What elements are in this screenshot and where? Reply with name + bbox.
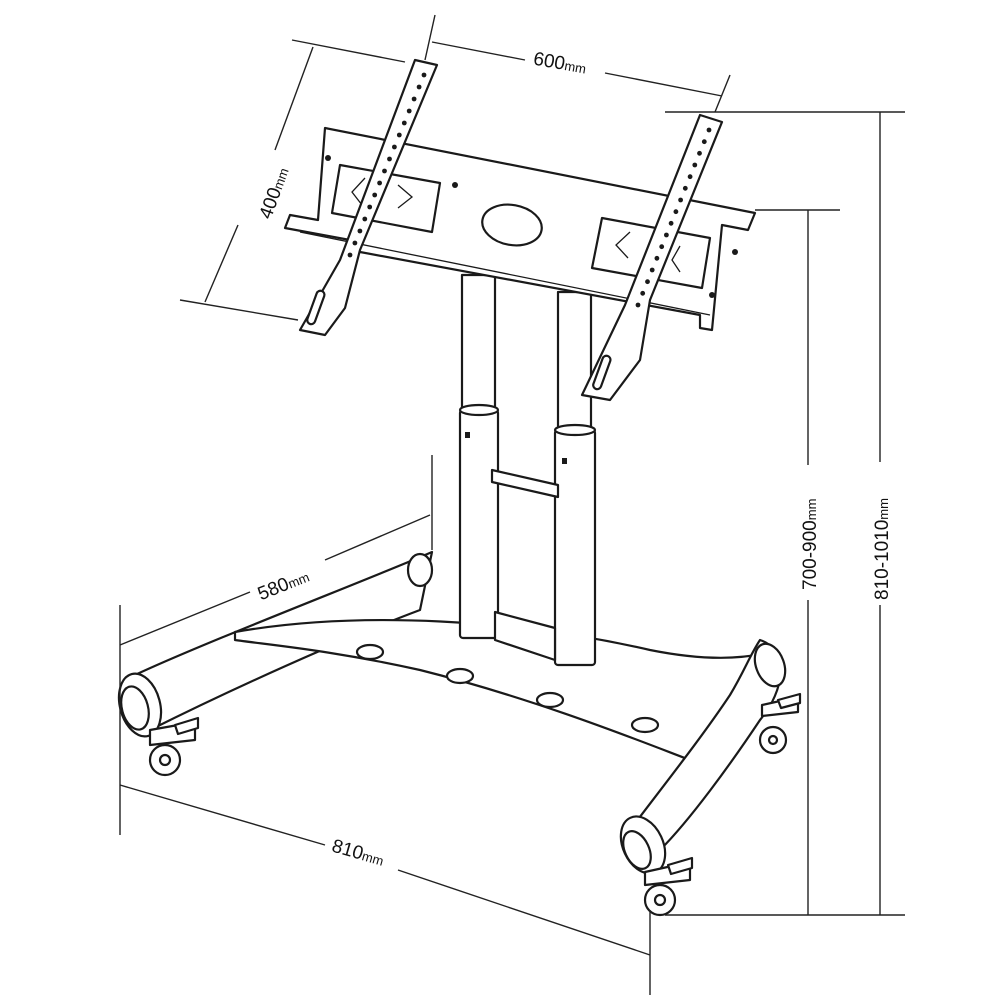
column-right-collar xyxy=(553,423,597,437)
dim-base-depth: 580mm xyxy=(119,455,433,835)
arm-hole xyxy=(421,72,427,78)
cross-brace-lower xyxy=(493,610,557,662)
dim-mount-height-label: 400mm xyxy=(256,165,294,222)
column-right-inner xyxy=(556,290,593,434)
arm-hole xyxy=(416,84,422,90)
rear-end-cap xyxy=(406,552,434,588)
base-slot-4 xyxy=(630,716,660,734)
column-right xyxy=(553,290,597,667)
vesa-arm-right xyxy=(580,113,724,402)
arm-hole xyxy=(362,216,368,222)
arm-hole xyxy=(654,255,660,261)
column-left-collar xyxy=(458,403,500,417)
arm-hole xyxy=(387,156,392,162)
arm-hole xyxy=(673,209,679,215)
base-slot-2 xyxy=(445,667,475,685)
column-left-outer xyxy=(458,408,500,640)
plate-hole xyxy=(325,155,331,161)
arm-hole xyxy=(649,267,655,273)
base-slot-3 xyxy=(535,691,565,709)
caster-hub xyxy=(158,753,172,767)
arm-hole xyxy=(411,96,417,102)
dim-column-height: 700-900mm xyxy=(665,209,905,916)
arm-hole xyxy=(687,174,693,180)
dim-base-width-label: 810mm xyxy=(329,836,386,871)
arm-hole xyxy=(664,232,669,238)
arm-hole xyxy=(396,132,402,138)
vesa-arm-left-body xyxy=(298,58,439,337)
caster-hub xyxy=(767,734,779,746)
arm-hole xyxy=(706,127,712,133)
arm-slot xyxy=(306,289,326,326)
arm-hole xyxy=(382,168,387,174)
column-right-outer xyxy=(553,428,597,667)
arm-hole xyxy=(645,279,650,285)
arm-hole xyxy=(692,162,698,168)
arm-hole xyxy=(372,192,378,198)
arm-hole xyxy=(697,150,702,156)
arm-hole xyxy=(659,244,665,250)
column-right-pin xyxy=(562,458,567,464)
arm-hole xyxy=(352,240,358,246)
arrow-right-icon xyxy=(397,184,414,209)
dim-column-height-label: 700-900mm xyxy=(800,499,821,590)
plate-hole xyxy=(732,249,738,255)
arm-hole xyxy=(392,144,397,150)
caster-left xyxy=(148,716,200,777)
arm-hole xyxy=(668,220,674,226)
dim-base-depth-label: 580mm xyxy=(255,566,312,605)
dim-base-width: 810mm xyxy=(119,784,651,995)
arm-hole xyxy=(347,252,353,258)
arm-slot xyxy=(592,354,612,391)
dim-mount-width-label: 600mm xyxy=(532,49,588,79)
arm-hole xyxy=(678,197,683,203)
caster-front xyxy=(643,856,694,917)
cross-brace-upper xyxy=(490,468,560,499)
center-hole xyxy=(481,203,543,247)
arm-hole xyxy=(635,302,641,308)
dim-total-height: 810-1010mm xyxy=(665,111,905,915)
caster-right xyxy=(758,692,802,755)
arm-hole xyxy=(701,139,707,145)
column-left-pin xyxy=(465,432,470,438)
arrow-left-icon xyxy=(671,245,681,273)
arm-hole xyxy=(406,108,412,114)
right-end-cap xyxy=(753,642,787,688)
column-left-inner xyxy=(460,273,497,417)
front-end-cap-face xyxy=(622,830,652,870)
arm-hole xyxy=(640,290,646,296)
plate-hole xyxy=(452,182,458,188)
arrow-left-icon xyxy=(615,231,631,259)
caster-hub xyxy=(653,893,667,907)
column-left xyxy=(458,273,500,640)
dim-mount-width: 600mm xyxy=(424,14,731,113)
arm-hole xyxy=(377,180,382,186)
caster-brake xyxy=(776,692,802,710)
caster-brake xyxy=(173,716,200,736)
base-frame xyxy=(117,550,787,875)
arrow-left-icon xyxy=(351,177,366,206)
arm-hole xyxy=(401,120,407,126)
arm-hole xyxy=(367,204,373,210)
arm-hole xyxy=(357,228,363,234)
caster-brake xyxy=(666,856,694,876)
dim-total-height-label: 810-1010mm xyxy=(872,498,893,600)
base-slot-1 xyxy=(355,643,385,661)
plate-hole xyxy=(709,292,715,298)
vesa-arm-right-body xyxy=(580,113,724,402)
vesa-arm-left xyxy=(298,58,439,337)
arm-hole xyxy=(682,185,688,191)
left-end-cap-face xyxy=(120,685,150,731)
